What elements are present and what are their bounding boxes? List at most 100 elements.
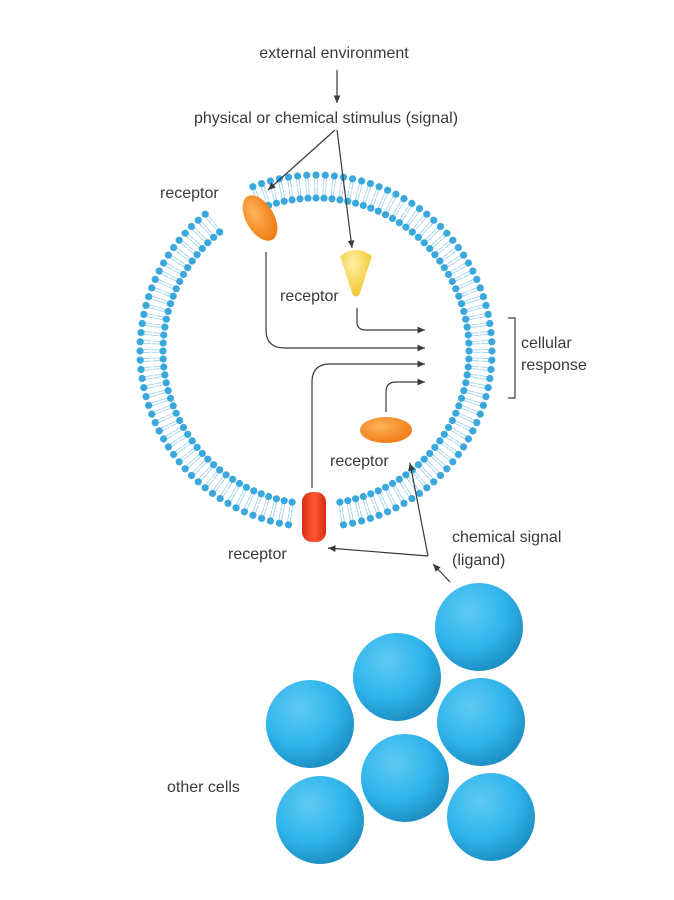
- lipid-head: [181, 229, 189, 237]
- lipid-tail: [157, 412, 175, 424]
- lipid-head: [366, 180, 374, 188]
- lipid-tail: [469, 373, 488, 380]
- lipid-head: [175, 236, 183, 244]
- lipid-tail: [419, 465, 434, 481]
- lipid-tail: [370, 496, 380, 514]
- receptor-inner-label: receptor: [280, 288, 339, 305]
- lipid-tail: [466, 389, 484, 398]
- lipid-head: [155, 267, 163, 275]
- lipid-head: [415, 205, 424, 213]
- lipid-head: [402, 223, 410, 231]
- lipid-head: [159, 347, 167, 355]
- lipid-head: [229, 475, 237, 483]
- lipid-head: [272, 199, 280, 207]
- lipid-head: [151, 275, 159, 283]
- lipid-tail: [186, 454, 202, 469]
- other-cell: [353, 633, 441, 721]
- lipid-head: [145, 293, 153, 301]
- lipid-tail: [143, 340, 161, 345]
- lipid-head: [210, 233, 218, 241]
- lipid-head: [395, 475, 403, 483]
- lipid-head: [367, 204, 375, 212]
- lipid-tail: [392, 485, 405, 502]
- lipid-tail: [227, 485, 240, 502]
- lipid-head: [476, 410, 484, 418]
- lipid-head: [408, 228, 416, 236]
- lipid-head: [320, 194, 328, 202]
- lipid-tail: [269, 501, 278, 519]
- lipid-head: [137, 329, 145, 337]
- lipid-head: [464, 331, 472, 339]
- receptor-top-left-shape: [242, 195, 278, 241]
- lipid-tail: [143, 357, 161, 362]
- lipid-head: [452, 285, 460, 293]
- lipid-tail: [354, 183, 363, 201]
- lipid-tail: [430, 454, 446, 469]
- lipid-head: [400, 195, 408, 203]
- lipid-head: [193, 251, 201, 259]
- lipid-head: [166, 394, 175, 402]
- lipid-tail: [165, 262, 182, 275]
- lipid-tail: [287, 504, 294, 523]
- lipid-head: [296, 195, 304, 203]
- lipid-head: [423, 210, 431, 218]
- lipid-tail: [146, 313, 164, 321]
- lipid-head: [488, 338, 496, 346]
- lipid-head: [151, 419, 159, 427]
- lipid-head: [194, 216, 202, 224]
- other-cell: [447, 773, 535, 861]
- lipid-tail: [450, 427, 467, 440]
- chemical-signal-label-line2: (ligand): [452, 552, 505, 569]
- lipid-tail: [186, 233, 202, 248]
- lipid-head: [463, 323, 471, 331]
- lipid-head: [436, 257, 444, 265]
- lipid-head: [443, 465, 451, 473]
- lipid-head: [193, 443, 201, 451]
- lipid-head: [175, 458, 183, 466]
- lipid-head: [187, 222, 196, 231]
- lipid-head: [426, 245, 434, 253]
- lipid-head: [188, 437, 196, 445]
- lipid-head: [452, 409, 460, 417]
- lipid-head: [440, 430, 448, 438]
- lipid-head: [204, 455, 212, 463]
- lipid-head: [145, 401, 153, 409]
- receptor-top-left-label: receptor: [160, 185, 219, 202]
- lipid-head: [455, 402, 463, 410]
- lipid-head: [204, 239, 212, 247]
- lipid-tail: [471, 340, 489, 345]
- lipid-tail: [436, 240, 452, 255]
- lipid-head: [430, 478, 438, 486]
- lipid-head: [359, 492, 367, 501]
- lipid-head: [448, 416, 456, 425]
- lipid-tail: [192, 460, 207, 475]
- lipid-head: [358, 177, 366, 185]
- lipid-head: [464, 259, 472, 267]
- lipid-tail: [466, 304, 484, 313]
- lipid-head: [420, 239, 428, 247]
- other-cell: [435, 583, 523, 671]
- lipid-tail: [296, 178, 302, 197]
- lipid-tail: [157, 278, 175, 290]
- lipid-tail: [362, 498, 372, 517]
- lipid-head: [464, 435, 472, 443]
- lipid-head: [284, 521, 293, 529]
- lipid-head: [344, 497, 352, 505]
- lipid-head: [469, 427, 477, 435]
- lipid-tail: [468, 381, 486, 389]
- lipid-head: [457, 300, 466, 308]
- stimulus-label: physical or chemical stimulus (signal): [194, 110, 458, 127]
- lipid-head: [374, 487, 382, 495]
- lipid-tail: [260, 498, 270, 517]
- lipid-tail: [338, 504, 345, 523]
- lipid-head: [388, 214, 397, 223]
- lipid-head: [486, 374, 494, 383]
- lipid-head: [265, 492, 273, 501]
- lipid-head: [349, 175, 357, 183]
- other-cell: [361, 734, 449, 822]
- lipid-head: [194, 478, 202, 486]
- lipid-tail: [346, 181, 354, 199]
- lipid-head: [384, 508, 392, 516]
- lipid-head: [216, 466, 224, 474]
- lipid-head: [201, 210, 209, 218]
